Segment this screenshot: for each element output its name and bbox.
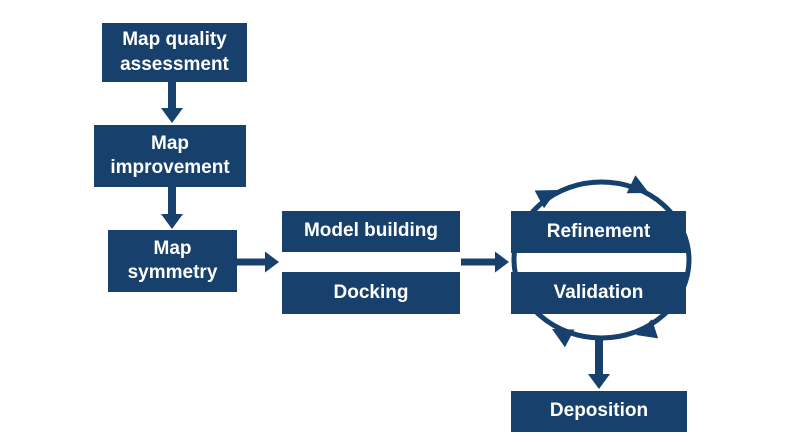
- iteration-cycle-circle: [511, 179, 692, 341]
- flow-box-map-improvement: Map improvement: [94, 125, 246, 187]
- arrow-right-symmetry-to-building-icon: [237, 251, 279, 273]
- flow-box-refinement: Refinement: [511, 211, 686, 253]
- arrow-down-improvement-to-symmetry-icon: [161, 187, 183, 229]
- cycle-arrowhead-top-right-icon: [626, 175, 649, 194]
- flow-box-model-building: Model building: [282, 211, 460, 252]
- flow-box-docking: Docking: [282, 272, 460, 314]
- cycle-arrowhead-top-left-icon: [534, 190, 557, 209]
- arrow-down-cycle-to-deposition-icon: [588, 336, 610, 389]
- flow-box-validation: Validation: [511, 272, 686, 314]
- flow-box-map-quality-assessment: Map quality assessment: [102, 23, 247, 82]
- flow-box-deposition: Deposition: [511, 391, 687, 432]
- arrow-right-building-to-refinement-icon: [461, 251, 509, 273]
- cycle-arrowhead-bottom-left-icon: [552, 329, 575, 348]
- cycle-arrowhead-bottom-right-icon: [636, 319, 659, 339]
- flow-box-map-symmetry: Map symmetry: [108, 230, 237, 292]
- arrow-down-quality-to-improvement-icon: [161, 82, 183, 123]
